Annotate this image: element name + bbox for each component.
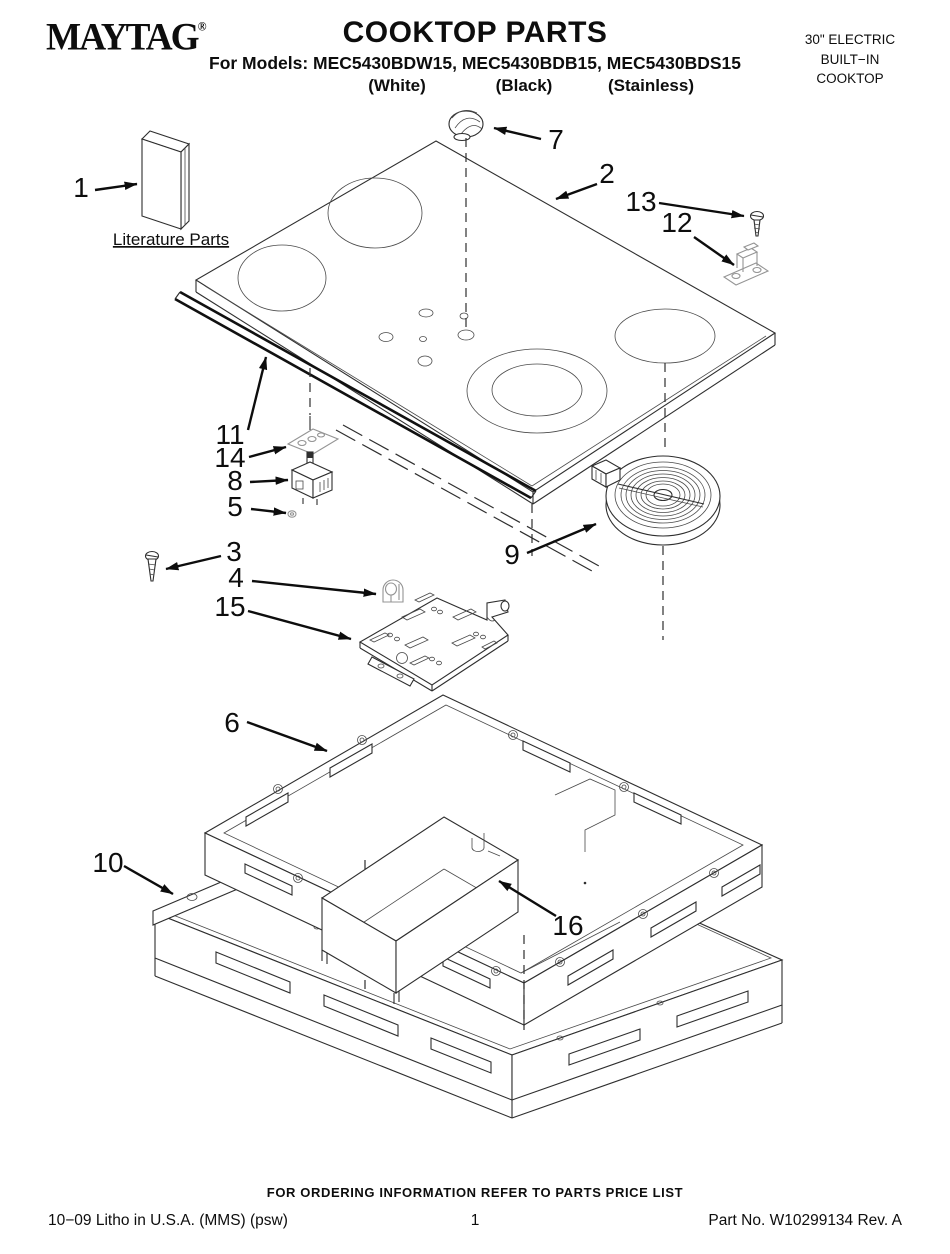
product-type-line1: 30" ELECTRIC bbox=[804, 32, 896, 47]
callout-numbers: 1 7 2 13 12 11 14 8 5 3 4 15 9 6 10 16 bbox=[73, 124, 692, 941]
inner-box-part bbox=[320, 816, 520, 1004]
ordering-note: FOR ORDERING INFORMATION REFER TO PARTS … bbox=[266, 1185, 684, 1200]
mounting-plate-part bbox=[358, 592, 510, 692]
part-number: Part No. W10299134 Rev. A bbox=[708, 1212, 902, 1229]
callout-2: 2 bbox=[599, 158, 615, 189]
callout-6: 6 bbox=[224, 707, 240, 738]
literature-book-part: Literature Parts bbox=[113, 130, 229, 249]
burner-ring-center-outer bbox=[466, 348, 608, 434]
mounting-bracket-part bbox=[722, 242, 770, 286]
heating-element-part bbox=[590, 455, 721, 546]
callout-15: 15 bbox=[214, 591, 245, 622]
brand-logo: MAYTAG® bbox=[46, 14, 206, 60]
callout-9: 9 bbox=[504, 539, 520, 570]
models-line: For Models: MEC5430BDW15, MEC5430BDB15, … bbox=[209, 53, 741, 73]
mounting-screw-part bbox=[749, 210, 765, 237]
glass-cooktop-part bbox=[194, 140, 777, 505]
callout-14: 14 bbox=[214, 442, 245, 473]
page-number: 1 bbox=[470, 1212, 480, 1229]
registered-mark: ® bbox=[197, 19, 207, 34]
surface-switch-part bbox=[290, 451, 334, 505]
product-type-line3: COOKTOP bbox=[816, 71, 884, 86]
switch-screw-part bbox=[287, 510, 297, 518]
callout-1: 1 bbox=[73, 172, 89, 203]
alignment-dash-lines bbox=[309, 138, 666, 640]
trim-strip-part bbox=[174, 290, 537, 500]
brand-text: MAYTAG bbox=[46, 15, 200, 59]
callout-7: 7 bbox=[548, 124, 564, 155]
grommet-part bbox=[382, 579, 404, 603]
callout-5: 5 bbox=[227, 491, 243, 522]
burner-ring-center-inner bbox=[491, 363, 583, 417]
callout-11: 11 bbox=[215, 419, 244, 450]
callout-10: 10 bbox=[92, 847, 123, 878]
finish-stainless-label: (Stainless) bbox=[608, 76, 694, 95]
callout-4: 4 bbox=[228, 562, 244, 593]
product-type-block: 30" ELECTRIC BUILT−IN COOKTOP bbox=[789, 30, 911, 89]
burner-ring-top bbox=[327, 177, 423, 249]
callout-16: 16 bbox=[552, 910, 583, 941]
base-screw-part bbox=[144, 550, 160, 582]
page-title: COOKTOP PARTS bbox=[342, 16, 608, 49]
control-knob-part bbox=[448, 110, 484, 142]
callout-arrows bbox=[94, 126, 745, 918]
finish-black-label: (Black) bbox=[495, 76, 553, 95]
litho-info: 10−09 Litho in U.S.A. (MMS) (psw) bbox=[48, 1212, 288, 1229]
switch-plate-part bbox=[286, 416, 340, 455]
callout-3: 3 bbox=[226, 536, 242, 567]
callout-12: 12 bbox=[661, 207, 692, 238]
literature-parts-label: Literature Parts bbox=[113, 230, 229, 249]
callout-13: 13 bbox=[625, 186, 656, 217]
callout-8: 8 bbox=[227, 465, 243, 496]
product-type-line2: BUILT−IN bbox=[820, 51, 880, 67]
burner-ring-left bbox=[237, 244, 327, 312]
finish-white-label: (White) bbox=[368, 76, 426, 95]
